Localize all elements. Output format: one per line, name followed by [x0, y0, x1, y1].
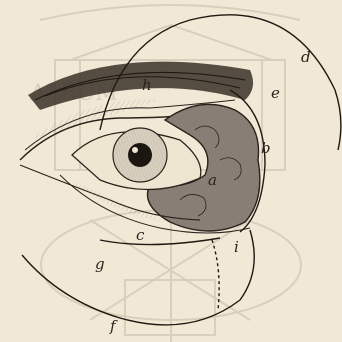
eyeball — [72, 128, 201, 190]
label-a: a — [208, 173, 217, 188]
label-h: h — [142, 78, 152, 93]
label-g: g — [95, 257, 105, 272]
label-e: e — [271, 86, 280, 101]
label-i: i — [234, 240, 239, 255]
label-b: b — [261, 141, 271, 156]
pupil — [128, 143, 152, 167]
label-d: d — [301, 50, 311, 65]
label-c: c — [136, 228, 144, 243]
label-f: f — [110, 319, 116, 334]
